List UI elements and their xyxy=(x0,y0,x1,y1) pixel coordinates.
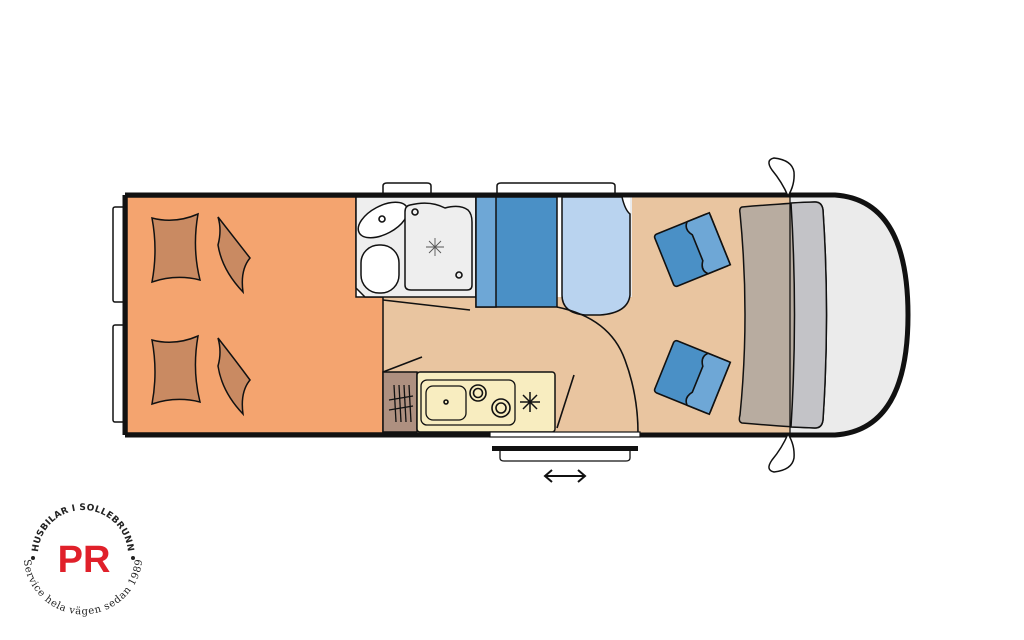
toilet xyxy=(360,244,400,294)
dinette-table[interactable] xyxy=(561,196,631,316)
pillow xyxy=(151,212,202,284)
basin-drain-icon xyxy=(378,215,386,223)
fridge-snowflake-icon xyxy=(520,392,540,412)
sink-drain-icon xyxy=(443,399,449,405)
hob-burner[interactable] xyxy=(491,398,511,418)
passenger-seat[interactable] xyxy=(653,211,732,288)
shower-tray xyxy=(404,202,473,291)
entrance-step xyxy=(492,446,638,451)
hob-burner[interactable] xyxy=(469,384,487,402)
double-arrow-horizontal-icon xyxy=(543,469,587,483)
entrance-door[interactable] xyxy=(489,431,641,438)
dashboard-front xyxy=(790,201,828,429)
shower-drain-icon xyxy=(411,208,419,216)
mirror-top xyxy=(768,157,795,197)
pillow xyxy=(217,216,251,295)
dinette-bench-backrest xyxy=(475,196,497,308)
shower-head-icon xyxy=(426,238,444,256)
pillow xyxy=(151,334,202,406)
shower-drain-icon xyxy=(455,271,463,279)
driver-seat[interactable] xyxy=(653,339,732,416)
mirror-bottom xyxy=(768,433,795,473)
kitchen-door[interactable] xyxy=(556,374,575,429)
roof-window-washroom xyxy=(382,182,432,195)
logo-initials: PR xyxy=(58,539,111,581)
side-window-dinette xyxy=(496,182,616,195)
vehicle-outline xyxy=(125,192,911,438)
pillow xyxy=(217,337,251,417)
heater-icon xyxy=(388,384,414,423)
entrance-step-outline xyxy=(499,451,631,462)
sink xyxy=(425,385,467,421)
partition-wall xyxy=(556,306,639,434)
wardrobe-door[interactable] xyxy=(382,356,423,373)
washroom-door[interactable] xyxy=(382,299,471,311)
